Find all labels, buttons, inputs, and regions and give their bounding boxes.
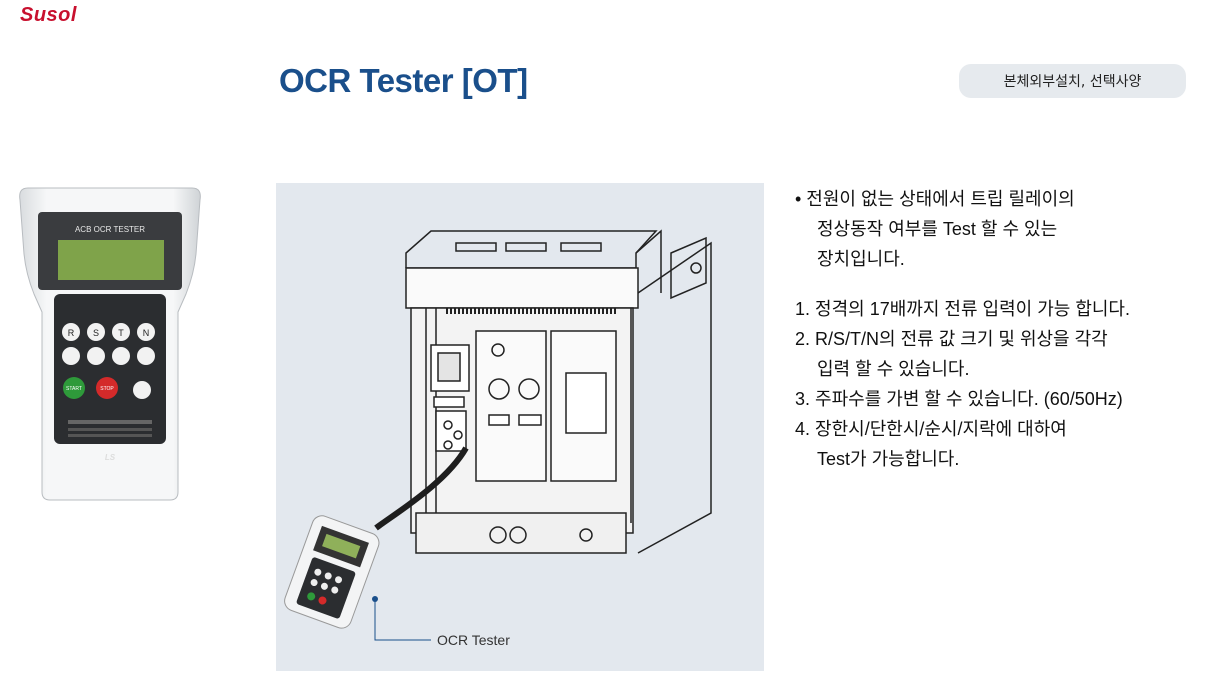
feature-2-cont: 입력 할 수 있습니다. <box>817 359 970 379</box>
intro-line-1: • 전원이 없는 상태에서 트립 릴레이의 <box>795 189 1075 209</box>
feature-2: 2. R/S/T/N의 전류 값 크기 및 위상을 각각 <box>795 329 1108 349</box>
feature-3: 3. 주파수를 가변 할 수 있습니다. (60/50Hz) <box>795 389 1123 409</box>
device-key-row-2 <box>62 347 155 365</box>
feature-4: 4. 장한시/단한시/순시/지락에 대하여 <box>795 419 1067 439</box>
acb-breaker-illustration <box>284 229 712 641</box>
svg-text:T: T <box>118 328 124 338</box>
page-title: OCR Tester [OT] <box>279 62 528 99</box>
device-key-row-1: R S T N <box>62 323 155 341</box>
feature-4-cont: Test가 가능합니다. <box>817 449 960 469</box>
device-screen-label: ACB OCR TESTER <box>75 225 145 234</box>
svg-text:N: N <box>143 328 150 338</box>
callout-line <box>374 599 431 641</box>
option-badge: 본체외부설치, 선택사양 <box>959 64 1186 98</box>
device-start-label: START <box>66 386 82 392</box>
intro-line-2: 정상동작 여부를 Test 할 수 있는 <box>817 219 1058 239</box>
description-block: • 전원이 없는 상태에서 트립 릴레이의 정상동작 여부를 Test 할 수 … <box>795 184 1195 474</box>
device-stop-label: STOP <box>100 386 114 392</box>
feature-1: 1. 정격의 17배까지 전류 입력이 가능 합니다. <box>795 299 1130 319</box>
device-stop-key <box>96 377 118 399</box>
device-logo: LS <box>105 453 116 462</box>
svg-text:R: R <box>68 328 75 338</box>
callout-label: OCR Tester <box>437 632 510 648</box>
brand-logo: Susol <box>20 4 77 26</box>
ocr-tester-device-image: ACB OCR TESTER R S T N START STOP LS <box>19 187 201 501</box>
svg-text:S: S <box>93 328 99 338</box>
device-start-key <box>63 377 85 399</box>
intro-line-3: 장치입니다. <box>817 249 905 269</box>
acb-photo-panel: OCR Tester <box>276 183 764 671</box>
